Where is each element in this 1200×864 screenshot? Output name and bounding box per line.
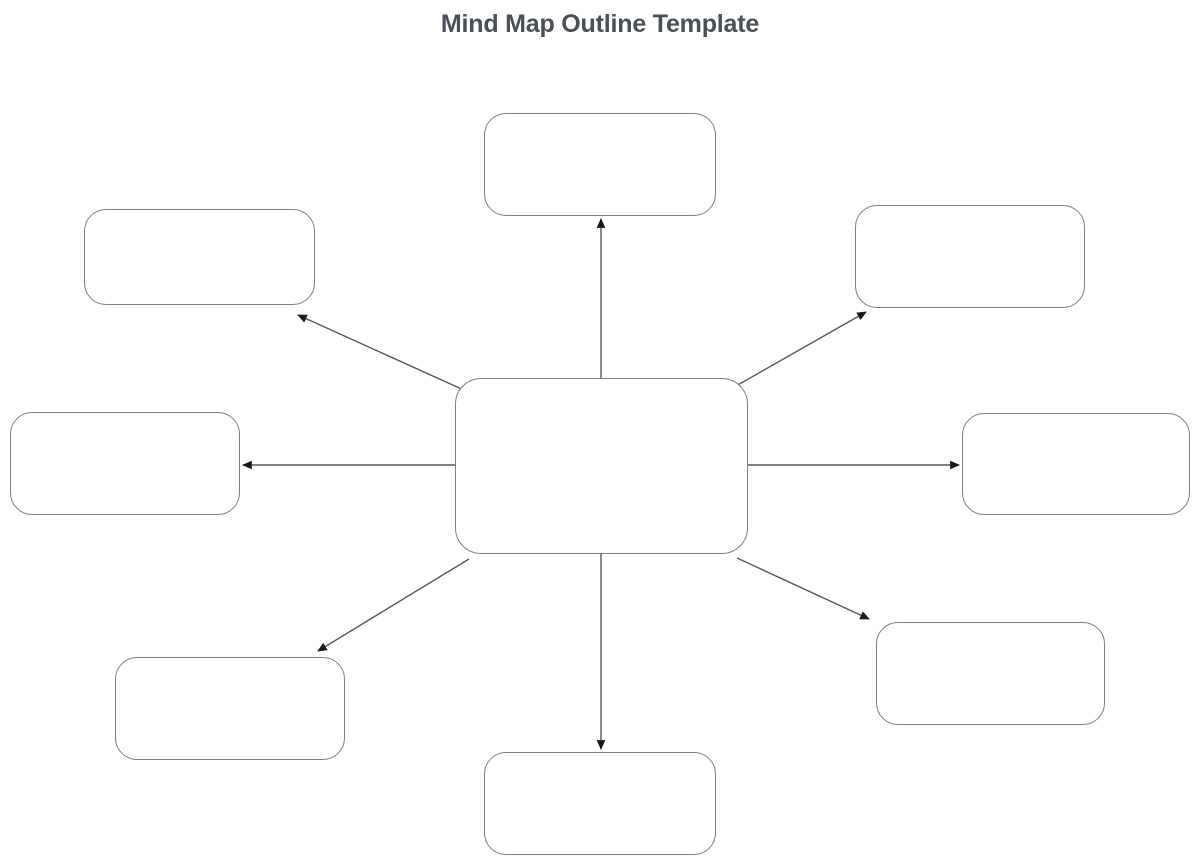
branch-node-bottom-left[interactable] — [115, 657, 345, 760]
branch-node-top-right[interactable] — [855, 205, 1085, 308]
branch-node-bottom-right[interactable] — [876, 622, 1105, 725]
page-title: Mind Map Outline Template — [440, 10, 760, 38]
connector-central-to-bottom-left — [317, 558, 470, 652]
connector-central-to-top-right — [735, 311, 867, 387]
central-node[interactable] — [455, 378, 748, 554]
branch-node-top-left[interactable] — [84, 209, 315, 305]
connector-central-to-top-left — [297, 314, 467, 392]
branch-node-left[interactable] — [10, 412, 240, 515]
connector-central-to-bottom-right — [736, 557, 870, 620]
connector-layer — [242, 218, 960, 750]
branch-node-right[interactable] — [962, 413, 1190, 515]
branch-node-bottom[interactable] — [484, 752, 716, 855]
branch-node-top[interactable] — [484, 113, 716, 216]
